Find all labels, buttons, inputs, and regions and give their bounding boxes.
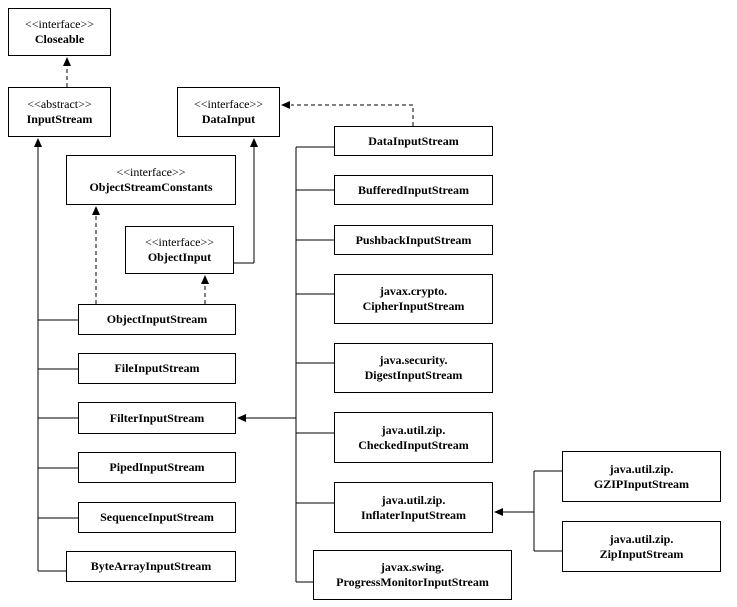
class-name-label: InflaterInputStream (360, 507, 467, 522)
arrowhead-objectinput (201, 275, 209, 284)
arrowhead-inputstream (34, 138, 42, 147)
arrowhead-closeable (63, 57, 71, 66)
node-piped-input-stream: PipedInputStream (78, 452, 236, 483)
class-name-label: PushbackInputStream (355, 232, 472, 247)
node-filter-input-stream: FilterInputStream (78, 402, 236, 434)
class-name-label: SequenceInputStream (100, 510, 214, 524)
node-object-stream-constants: <<interface>>ObjectStreamConstants (66, 155, 236, 205)
node-zip-input-stream: java.util.zip.ZipInputStream (562, 521, 721, 572)
class-name-label: DigestInputStream (364, 368, 463, 382)
class-name-label: BufferedInputStream (358, 182, 469, 197)
class-name-label: InputStream (26, 112, 93, 126)
node-input-stream: <<abstract>>InputStream (8, 87, 111, 137)
class-name-label: PipedInputStream (109, 460, 205, 474)
node-object-input: <<interface>>ObjectInput (125, 226, 234, 274)
node-byte-array-input-stream: ByteArrayInputStream (66, 551, 236, 582)
node-closeable: <<interface>>Closeable (8, 8, 111, 56)
class-name-label: FileInputStream (114, 361, 200, 375)
node-sequence-input-stream: SequenceInputStream (78, 502, 236, 533)
node-progress-monitor-input-stream: javax.swing.ProgressMonitorInputStream (313, 550, 512, 600)
node-cipher-input-stream: javax.crypto.CipherInputStream (334, 274, 493, 324)
class-name-label: DataInputStream (368, 133, 459, 148)
class-name-label: GZIPInputStream (593, 476, 690, 491)
node-gzip-input-stream: java.util.zip.GZIPInputStream (562, 451, 721, 502)
arrowhead-datainput-dashed (281, 101, 290, 109)
arrowhead-inflater (494, 508, 503, 516)
arrowhead-constants (92, 206, 100, 215)
node-digest-input-stream: java.security.DigestInputStream (334, 343, 493, 393)
class-name-label: Closeable (34, 32, 85, 46)
class-name-label: DataInput (201, 112, 256, 126)
class-name-label: java.util.zip. (381, 492, 446, 507)
arrowhead-datainput-solid (250, 138, 258, 147)
stereotype-label: <<interface>> (116, 165, 186, 179)
class-name-label: java.util.zip. (609, 461, 674, 476)
class-name-label: java.util.zip. (609, 531, 674, 546)
stereotype-label: <<interface>> (24, 17, 95, 31)
node-pushback-input-stream: PushbackInputStream (334, 225, 493, 255)
node-checked-input-stream: java.util.zip.CheckedInputStream (334, 412, 493, 463)
class-name-label: CipherInputStream (362, 299, 465, 313)
class-name-label: ByteArrayInputStream (90, 559, 212, 573)
node-object-input-stream: ObjectInputStream (78, 304, 236, 335)
class-name-label: javax.swing. (380, 560, 445, 574)
arrowhead-filter (237, 414, 246, 422)
class-name-label: ObjectInput (147, 250, 212, 264)
node-inflater-input-stream: java.util.zip.InflaterInputStream (334, 482, 493, 533)
class-name-label: java.util.zip. (381, 422, 446, 437)
node-data-input: <<interface>>DataInput (177, 87, 280, 137)
node-file-input-stream: FileInputStream (78, 353, 236, 384)
class-name-label: CheckedInputStream (358, 437, 469, 452)
class-name-label: FilterInputStream (109, 410, 205, 425)
node-data-input-stream: DataInputStream (334, 126, 493, 156)
class-name-label: ObjectStreamConstants (89, 180, 213, 194)
stereotype-label: <<interface>> (193, 97, 264, 111)
stereotype-label: <<interface>> (144, 235, 215, 249)
class-name-label: javax.crypto. (379, 284, 448, 298)
class-name-label: ProgressMonitorInputStream (336, 575, 489, 589)
stereotype-label: <<abstract>> (27, 97, 92, 111)
class-name-label: ZipInputStream (599, 546, 684, 561)
class-name-label: ObjectInputStream (106, 312, 208, 326)
node-buffered-input-stream: BufferedInputStream (334, 175, 493, 205)
class-name-label: java.security. (379, 353, 448, 367)
